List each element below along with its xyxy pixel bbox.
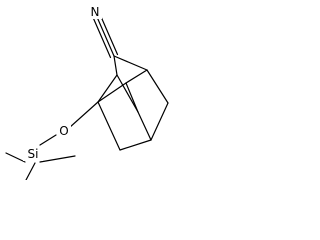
o-si-bond <box>39 134 57 146</box>
cage-bond <box>113 55 148 71</box>
si-methyl-bond <box>25 162 36 180</box>
cage-bond <box>97 74 118 103</box>
cage-bond <box>125 69 148 84</box>
cage-bond <box>137 111 152 141</box>
cage-bond <box>146 69 169 104</box>
adamantane-cage <box>97 55 169 151</box>
cage-bond <box>113 55 118 76</box>
silicon-label: Si <box>28 147 39 161</box>
ether-bonds <box>39 101 99 146</box>
c-o-bond <box>68 101 99 129</box>
cage-bond <box>125 82 139 113</box>
nitrile-bond-line-2 <box>99 14 119 56</box>
atom-label-oxygen: O <box>57 124 71 138</box>
atom-label-silicon: Si <box>23 146 43 161</box>
nitrile-bond-line-1 <box>96 16 115 57</box>
oxygen-label: O <box>59 124 68 138</box>
atom-label-nitrogen: N <box>88 5 102 19</box>
si-methyl-bond <box>5 152 26 163</box>
nitrile-triple-bond <box>92 14 119 59</box>
cage-bond <box>150 102 169 141</box>
cage-bond <box>116 74 139 113</box>
trimethylsilyl-methyls <box>5 152 76 180</box>
cage-bond <box>97 101 121 151</box>
nitrile-bond-line-3 <box>92 17 112 59</box>
cage-bond <box>97 82 127 103</box>
nitrogen-label: N <box>91 5 100 19</box>
cage-bond <box>119 139 152 151</box>
molecule-structure: N O Si <box>5 5 169 180</box>
si-methyl-bond <box>39 155 76 163</box>
